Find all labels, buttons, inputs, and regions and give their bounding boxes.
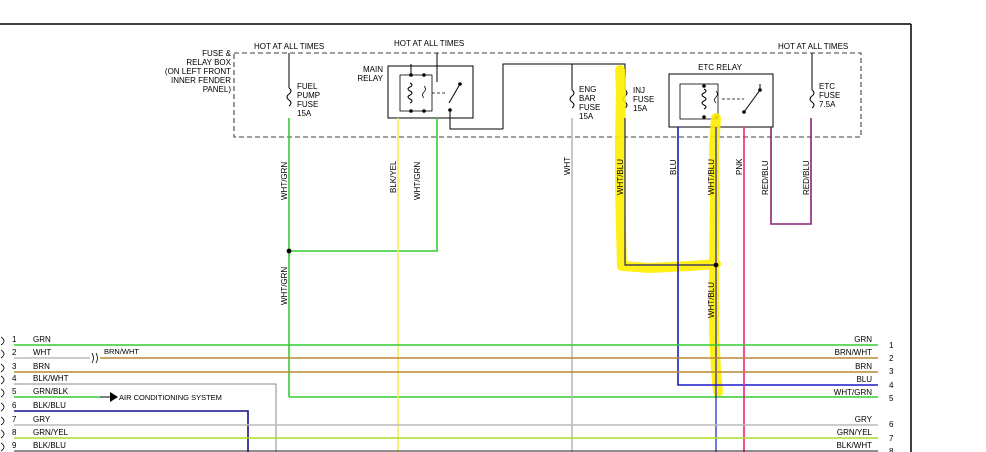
svg-text:GRN/YEL: GRN/YEL	[33, 428, 69, 437]
hot-label-fuel: HOT AT ALL TIMES	[254, 42, 324, 51]
wire-label-wht-blu: WHT/BLU	[707, 159, 716, 195]
svg-text:INJ: INJ	[633, 86, 645, 95]
svg-text:FUSE: FUSE	[819, 91, 840, 100]
arrow-right-icon	[110, 392, 118, 402]
main-relay-switch-icon	[448, 83, 461, 104]
main-relay-coil-icon	[407, 82, 413, 104]
svg-text:15A: 15A	[297, 109, 312, 118]
svg-text:ETC RELAY: ETC RELAY	[698, 63, 743, 72]
svg-text:5: 5	[12, 387, 17, 396]
wire-label-wht: WHT	[563, 157, 572, 175]
svg-text:BRN: BRN	[33, 362, 50, 371]
splice-label: BRN/WHT	[104, 347, 139, 356]
ac-arrow: AIR CONDITIONING SYSTEM	[100, 392, 222, 402]
svg-text:(ON LEFT FRONT: (ON LEFT FRONT	[165, 67, 231, 76]
etc-relay: ETC RELAY	[668, 63, 774, 128]
svg-text:BLK/BLU: BLK/BLU	[33, 401, 66, 410]
svg-text:GRN: GRN	[854, 335, 872, 344]
svg-text:FUSE: FUSE	[633, 95, 654, 104]
etc-relay-switch-icon	[743, 89, 761, 113]
inj-fuse-label: INJ FUSE 15A	[633, 86, 654, 113]
wire-label-wht-grn: WHT/GRN	[413, 162, 422, 200]
fuse-box-label: FUSE & RELAY BOX (ON LEFT FRONT INNER FE…	[165, 49, 232, 94]
hot-label-main: HOT AT ALL TIMES	[394, 39, 464, 48]
svg-text:RELAY BOX: RELAY BOX	[186, 58, 231, 67]
svg-text:2: 2	[889, 354, 894, 363]
svg-text:BAR: BAR	[579, 94, 596, 103]
svg-text:RELAY: RELAY	[357, 74, 383, 83]
svg-text:6: 6	[889, 420, 894, 429]
wire-label-blk-yel: BLK/YEL	[389, 160, 398, 193]
svg-text:BLK/WHT: BLK/WHT	[33, 374, 69, 383]
svg-text:15A: 15A	[579, 112, 594, 121]
fuel-pump-fuse-icon	[286, 87, 292, 107]
main-relay: MAIN RELAY	[357, 64, 474, 119]
vertical-wire-labels: WHT/GRN BLK/YEL WHT/GRN WHT WHT/BLU BLU …	[280, 157, 811, 318]
svg-text:5: 5	[889, 394, 894, 403]
svg-text:3: 3	[889, 367, 894, 376]
svg-text:FUEL: FUEL	[297, 82, 318, 91]
svg-text:INNER FENDER: INNER FENDER	[171, 76, 231, 85]
svg-text:4: 4	[12, 374, 17, 383]
svg-text:2: 2	[12, 348, 17, 357]
svg-text:BLK/WHT: BLK/WHT	[836, 441, 872, 450]
wire-label-pnk: PNK	[735, 158, 744, 175]
wire-label-wht-blu: WHT/BLU	[707, 282, 716, 318]
right-connector-labels: GRN 1 BRN/WHT 2 BRN 3 BLU 4 WHT/GRN 5 GRY 6 GR…	[834, 335, 894, 452]
splice-dots	[286, 248, 719, 268]
svg-text:FUSE: FUSE	[579, 103, 600, 112]
wire-label-red-blu: RED/BLU	[802, 160, 811, 195]
svg-text:1: 1	[889, 341, 894, 350]
svg-text:GRY: GRY	[855, 415, 873, 424]
svg-text:MAIN: MAIN	[363, 65, 383, 74]
svg-text:ETC: ETC	[819, 82, 835, 91]
harness-wires	[14, 118, 878, 452]
eng-bar-fuse-label: ENG BAR FUSE 15A	[579, 85, 600, 121]
wire-label-wht-grn: WHT/GRN	[280, 162, 289, 200]
svg-text:AIR CONDITIONING SYSTEM: AIR CONDITIONING SYSTEM	[119, 393, 222, 402]
svg-text:BRN: BRN	[855, 362, 872, 371]
svg-text:GRY: GRY	[33, 415, 51, 424]
wire-label-blu: BLU	[669, 159, 678, 175]
left-connector-icon	[0, 336, 5, 452]
svg-text:9: 9	[12, 441, 17, 450]
wire-label-red-blu: RED/BLU	[761, 160, 770, 195]
svg-text:1: 1	[12, 335, 17, 344]
svg-text:BLK/BLU: BLK/BLU	[33, 441, 66, 450]
svg-text:7: 7	[889, 434, 894, 443]
fuse-symbols	[286, 87, 815, 109]
hot-label-etc: HOT AT ALL TIMES	[778, 42, 848, 51]
fuel-pump-fuse-label: FUEL PUMP FUSE 15A	[297, 82, 320, 118]
wire-label-wht-grn: WHT/GRN	[280, 267, 289, 305]
svg-text:4: 4	[889, 381, 894, 390]
svg-text:BRN/WHT: BRN/WHT	[835, 348, 872, 357]
svg-text:GRN/BLK: GRN/BLK	[33, 387, 69, 396]
fuse-relay-box-outline	[233, 52, 862, 138]
svg-text:ENG: ENG	[579, 85, 596, 94]
svg-text:WHT/GRN: WHT/GRN	[834, 388, 872, 397]
svg-text:7.5A: 7.5A	[819, 100, 836, 109]
svg-text:BLU: BLU	[856, 375, 872, 384]
eng-bar-fuse-icon	[569, 89, 575, 109]
svg-text:FUSE &: FUSE &	[202, 49, 232, 58]
svg-text:7: 7	[12, 415, 17, 424]
etc-fuse-label: ETC FUSE 7.5A	[819, 82, 840, 109]
svg-text:FUSE: FUSE	[297, 100, 318, 109]
svg-text:6: 6	[12, 401, 17, 410]
wire-label-wht-blu: WHT/BLU	[616, 159, 625, 195]
svg-text:15A: 15A	[633, 104, 648, 113]
svg-text:PUMP: PUMP	[297, 91, 320, 100]
svg-text:WHT: WHT	[33, 348, 51, 357]
svg-text:8: 8	[12, 428, 17, 437]
svg-text:3: 3	[12, 362, 17, 371]
svg-text:GRN/YEL: GRN/YEL	[837, 428, 873, 437]
svg-text:GRN: GRN	[33, 335, 51, 344]
etc-fuse-icon	[809, 89, 815, 109]
etc-relay-coil-icon	[701, 88, 707, 110]
svg-text:8: 8	[889, 447, 894, 452]
splice-mark	[91, 352, 98, 364]
svg-text:PANEL): PANEL)	[203, 85, 232, 94]
